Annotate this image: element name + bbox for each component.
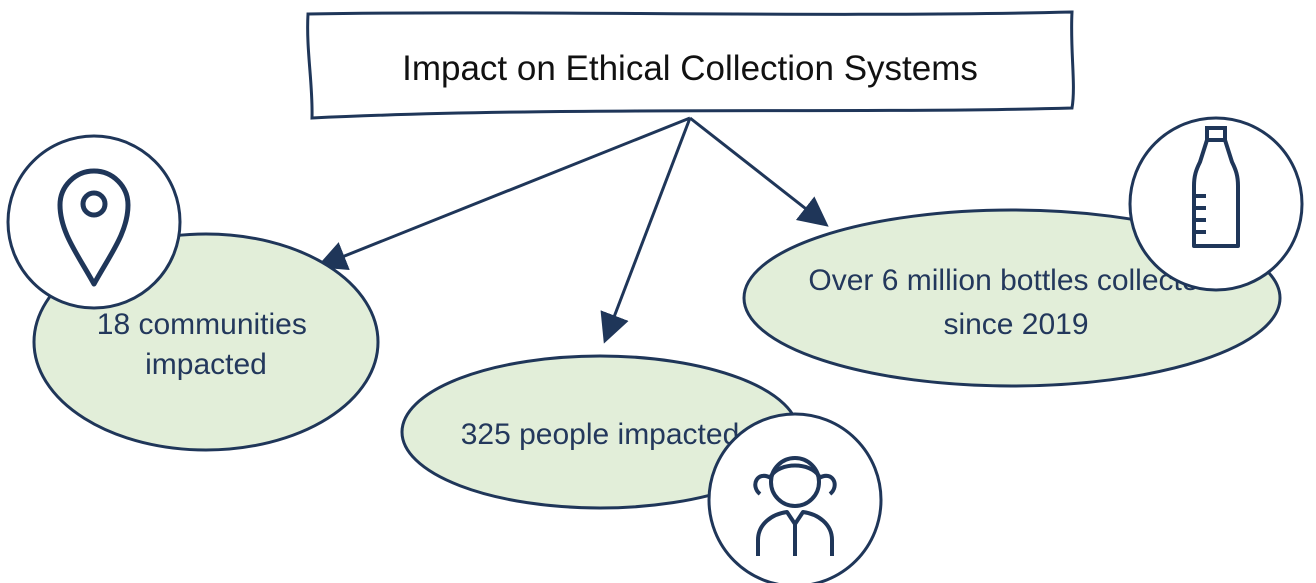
person-icon: [707, 412, 883, 583]
map-pin-icon: [6, 134, 182, 310]
node-communities-line-1: 18 communities: [97, 308, 307, 341]
arrow-to-bottles: [689, 116, 829, 227]
node-people: 325 people impacted: [400, 354, 883, 583]
arrow-to-people: [600, 117, 692, 344]
arrow-to-communities: [316, 116, 691, 271]
bottle-icon: [1128, 116, 1304, 292]
node-people-line-1: 325 people impacted: [461, 418, 740, 451]
node-bottles-line-2: since 2019: [943, 308, 1088, 341]
node-bottles-label: Over 6 million bottles collected since 2…: [808, 264, 1223, 341]
connectors: [316, 116, 829, 344]
title-box-outline: [306, 10, 1075, 120]
title-box: Impact on Ethical Collection Systems: [306, 10, 1075, 120]
diagram-title: Impact on Ethical Collection Systems: [402, 49, 978, 88]
node-communities-label: 18 communities impacted: [97, 308, 315, 381]
node-communities: 18 communities impacted: [6, 134, 380, 452]
node-bottles: Over 6 million bottles collected since 2…: [742, 116, 1304, 388]
node-bottles-line-1: Over 6 million bottles collected: [808, 264, 1215, 297]
node-communities-line-2: impacted: [145, 348, 267, 381]
node-people-label: 325 people impacted: [461, 418, 740, 451]
